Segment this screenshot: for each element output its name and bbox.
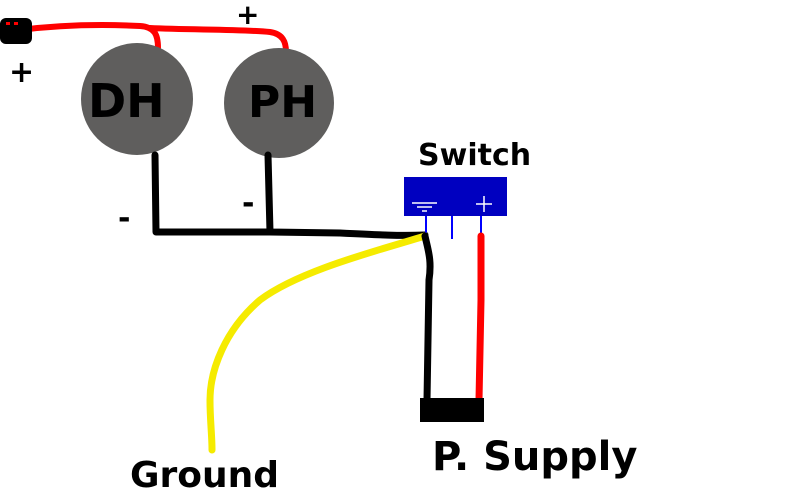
positive-wire-top xyxy=(17,22,289,55)
ph-minus-mark: - xyxy=(242,186,254,221)
ground-label: Ground xyxy=(130,455,279,496)
dh-label: DH xyxy=(88,74,165,128)
positive-wire-psu xyxy=(475,232,485,404)
top-plus-mark: + xyxy=(236,0,259,31)
negative-wire-psu xyxy=(421,232,434,404)
negative-wire-dh xyxy=(151,151,429,239)
ground-wire xyxy=(206,232,429,454)
input-plug-pin xyxy=(14,22,18,25)
input-plug xyxy=(0,18,32,44)
switch-label: Switch xyxy=(418,138,531,173)
ph-component xyxy=(224,48,334,158)
plus-symbol-icon xyxy=(476,196,492,212)
input-plug-pin xyxy=(6,22,10,25)
switch-component xyxy=(404,177,507,216)
ground-symbol-icon xyxy=(412,202,437,212)
power-supply-label: P. Supply xyxy=(432,434,637,480)
ph-label: PH xyxy=(248,77,317,128)
input-plus-mark: + xyxy=(9,55,34,90)
dh-component xyxy=(81,43,193,155)
power-supply-component xyxy=(420,398,484,422)
dh-minus-mark: - xyxy=(118,201,130,236)
